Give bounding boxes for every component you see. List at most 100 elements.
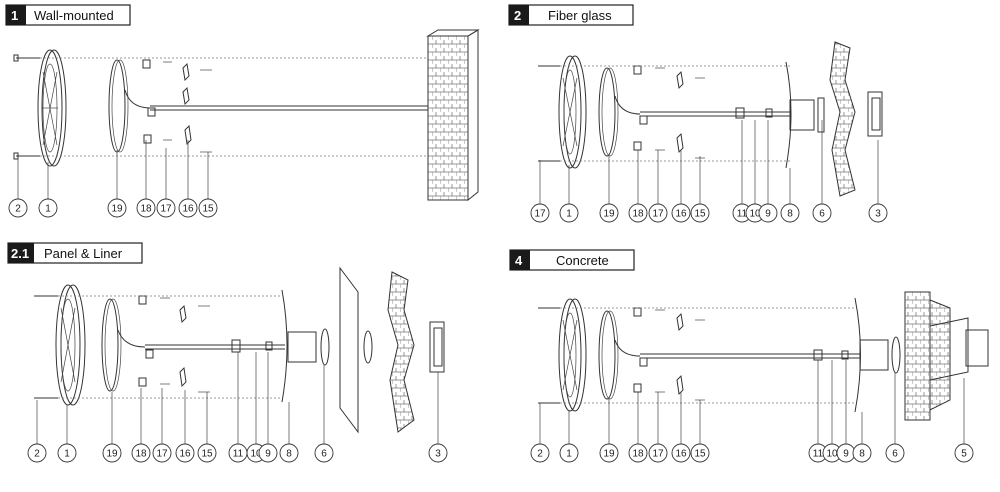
part-number-label: 16 <box>182 204 194 215</box>
reflector-part-19 <box>108 59 428 153</box>
part-number-circle <box>152 443 172 463</box>
part-number-circle <box>559 203 579 223</box>
part-number-label: 19 <box>603 449 615 460</box>
part-number-label: 17 <box>534 209 546 220</box>
part-number-circle <box>690 443 710 463</box>
reflector-part-19 <box>598 310 860 400</box>
panel-header: 4 Concrete <box>509 249 635 271</box>
part-number-label: 6 <box>819 209 825 220</box>
part-number-circle <box>628 203 648 223</box>
panel-header: 2.1 Panel & Liner <box>7 242 143 264</box>
part-number-circle <box>812 203 832 223</box>
part-number-circle <box>107 198 127 218</box>
part-number-circle <box>131 443 151 463</box>
part-number-circle <box>599 203 619 223</box>
part-number-label: 17 <box>156 449 168 460</box>
part-number-label: 18 <box>135 449 147 460</box>
part-number-circle <box>258 443 278 463</box>
part-number-label: 10 <box>826 449 838 460</box>
part-number-label: 2 <box>34 449 40 460</box>
part-number-circle <box>175 443 195 463</box>
panel-header: 1 Wall-mounted <box>5 4 131 26</box>
reflector-part-19 <box>101 298 285 392</box>
clips-parts-15-18 <box>142 59 212 153</box>
part-number-label: 11 <box>737 209 748 220</box>
part-number-circle <box>758 203 778 223</box>
panel-number: 2 <box>514 8 521 23</box>
part-number-circle <box>628 443 648 463</box>
part-number-label: 9 <box>843 449 849 460</box>
part-number-label: 2 <box>537 449 543 460</box>
part-number-circle <box>57 443 77 463</box>
part-number-circle <box>885 443 905 463</box>
panel-fiber-glass: 2 Fiber glass <box>508 4 883 197</box>
wall <box>426 29 480 202</box>
screw-part-2 <box>538 307 560 404</box>
panel-title: Panel & Liner <box>44 246 123 261</box>
part-number-circle <box>780 203 800 223</box>
part-number-label: 17 <box>652 209 664 220</box>
part-number-circle <box>559 443 579 463</box>
part-number-circle <box>954 443 974 463</box>
niche-assembly-parts-8-11 <box>813 297 901 413</box>
clips-parts-15-18 <box>138 295 210 393</box>
part-number-label: 17 <box>652 449 664 460</box>
panel-concrete: 4 Concrete <box>509 249 989 421</box>
part-number-label: 3 <box>875 209 881 220</box>
part-number-circle <box>38 198 58 218</box>
panel-title: Wall-mounted <box>34 8 114 23</box>
screw-part-17 <box>538 65 560 162</box>
part-number-label: 15 <box>694 209 706 220</box>
part-number-label: 1 <box>566 449 572 460</box>
part-number-circle <box>198 198 218 218</box>
fiberglass-wall <box>829 41 883 197</box>
part-number-circle <box>27 443 47 463</box>
panel-number: 4 <box>515 253 523 268</box>
panel-number: 2.1 <box>11 246 29 261</box>
part-number-circle <box>648 203 668 223</box>
part-number-circle <box>530 203 550 223</box>
light-face-part-1 <box>558 298 587 412</box>
part-number-circle <box>178 198 198 218</box>
part-number-label: 2 <box>15 204 21 215</box>
part-number-circle <box>671 203 691 223</box>
screw-part-2 <box>34 295 58 399</box>
part-number-label: 8 <box>859 449 865 460</box>
guide-lines <box>560 65 790 162</box>
part-number-label: 10 <box>749 209 761 220</box>
panel-wall-mounted: 1 Wall-mounted <box>5 4 480 202</box>
part-number-circle <box>156 198 176 218</box>
part-number-label: 16 <box>675 449 687 460</box>
panel-panel-liner: 2.1 Panel & Liner <box>7 242 445 434</box>
part-number-label: 15 <box>201 449 213 460</box>
part-number-circle <box>8 198 28 218</box>
niche-assembly-parts-8-11 <box>231 289 330 403</box>
part-number-label: 1 <box>566 209 572 220</box>
part-number-label: 18 <box>632 449 644 460</box>
part-number-circle <box>102 443 122 463</box>
panel-number: 1 <box>11 8 18 23</box>
part-number-circle <box>648 443 668 463</box>
part-number-circle <box>197 443 217 463</box>
part-number-circle <box>868 203 888 223</box>
part-number-label: 19 <box>111 204 123 215</box>
part-number-label: 18 <box>140 204 152 215</box>
guide-lines <box>40 57 440 157</box>
part-number-label: 11 <box>813 449 824 460</box>
panel-title: Concrete <box>556 253 609 268</box>
part-number-label: 1 <box>64 449 70 460</box>
part-number-circle <box>428 443 448 463</box>
part-number-circle <box>599 443 619 463</box>
part-number-label: 9 <box>765 209 771 220</box>
part-number-circle <box>671 443 691 463</box>
panel-header: 2 Fiber glass <box>508 4 634 26</box>
part-number-label: 3 <box>435 449 441 460</box>
panel-title: Fiber glass <box>548 8 612 23</box>
part-number-label: 5 <box>961 449 967 460</box>
